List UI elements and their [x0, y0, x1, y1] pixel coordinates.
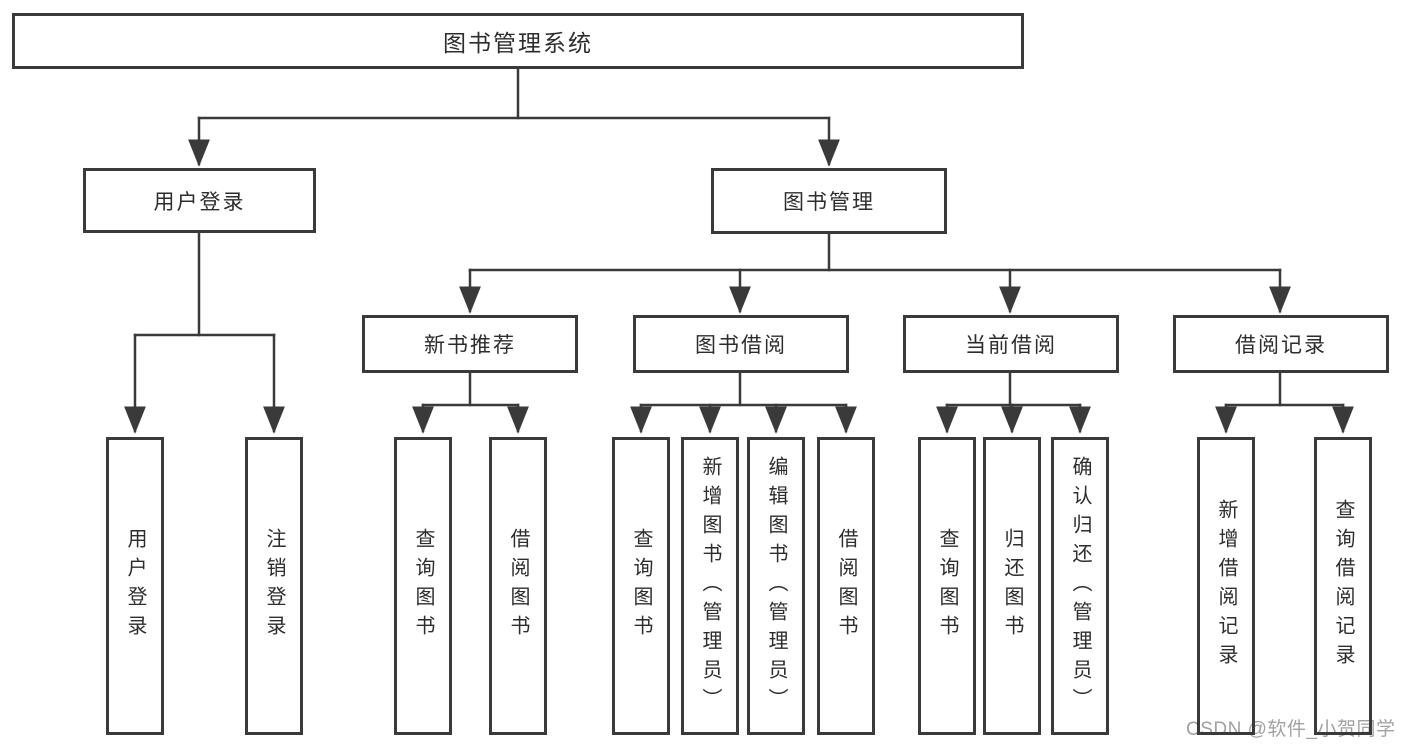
node-current-borrow-label: 当前借阅	[965, 334, 1057, 357]
leaf-edit-book-admin-label: 编辑图书（管理员）	[765, 455, 787, 717]
node-current-borrow: 当前借阅	[903, 315, 1119, 373]
leaf-query-books-2: 查询图书	[612, 437, 670, 735]
leaf-user-login-label: 用户登录	[124, 528, 146, 644]
leaf-logout-label: 注销登录	[263, 528, 285, 644]
node-new-book-recommend-label: 新书推荐	[424, 334, 516, 357]
leaf-add-book-admin: 新增图书（管理员）	[681, 437, 739, 735]
node-system: 图书管理系统	[12, 13, 1024, 69]
leaf-query-borrow-record: 查询借阅记录	[1314, 437, 1372, 735]
leaf-edit-book-admin: 编辑图书（管理员）	[747, 437, 805, 735]
node-book-management: 图书管理	[711, 168, 947, 234]
node-book-borrow-label: 图书借阅	[695, 334, 787, 357]
leaf-return-book: 归还图书	[983, 437, 1041, 735]
leaf-borrow-books-2: 借阅图书	[817, 437, 875, 735]
leaf-query-borrow-record-label: 查询借阅记录	[1332, 499, 1354, 673]
leaf-query-books-3-label: 查询图书	[936, 528, 958, 644]
leaf-logout: 注销登录	[245, 437, 303, 735]
leaf-user-login: 用户登录	[106, 437, 164, 735]
leaf-add-book-admin-label: 新增图书（管理员）	[699, 455, 721, 717]
node-book-borrow: 图书借阅	[633, 315, 849, 373]
leaf-query-books-2-label: 查询图书	[630, 528, 652, 644]
node-new-book-recommend: 新书推荐	[362, 315, 578, 373]
node-borrow-records: 借阅记录	[1173, 315, 1389, 373]
leaf-add-borrow-record: 新增借阅记录	[1197, 437, 1255, 735]
leaf-borrow-books-2-label: 借阅图书	[835, 528, 857, 644]
node-user-login-label: 用户登录	[153, 190, 246, 214]
leaf-borrow-books-1-label: 借阅图书	[507, 528, 529, 644]
leaf-confirm-return-admin: 确认归还（管理员）	[1051, 437, 1109, 735]
node-borrow-records-label: 借阅记录	[1235, 334, 1327, 357]
leaf-return-book-label: 归还图书	[1001, 528, 1023, 644]
leaf-confirm-return-admin-label: 确认归还（管理员）	[1069, 455, 1091, 717]
leaf-query-books-1: 查询图书	[394, 437, 452, 735]
node-system-label: 图书管理系统	[443, 30, 593, 56]
leaf-query-books-3: 查询图书	[918, 437, 976, 735]
leaf-query-books-1-label: 查询图书	[412, 528, 434, 644]
leaf-add-borrow-record-label: 新增借阅记录	[1215, 499, 1237, 673]
leaf-borrow-books-1: 借阅图书	[489, 437, 547, 735]
node-user-login: 用户登录	[83, 168, 316, 233]
node-book-management-label: 图书管理	[783, 191, 875, 214]
